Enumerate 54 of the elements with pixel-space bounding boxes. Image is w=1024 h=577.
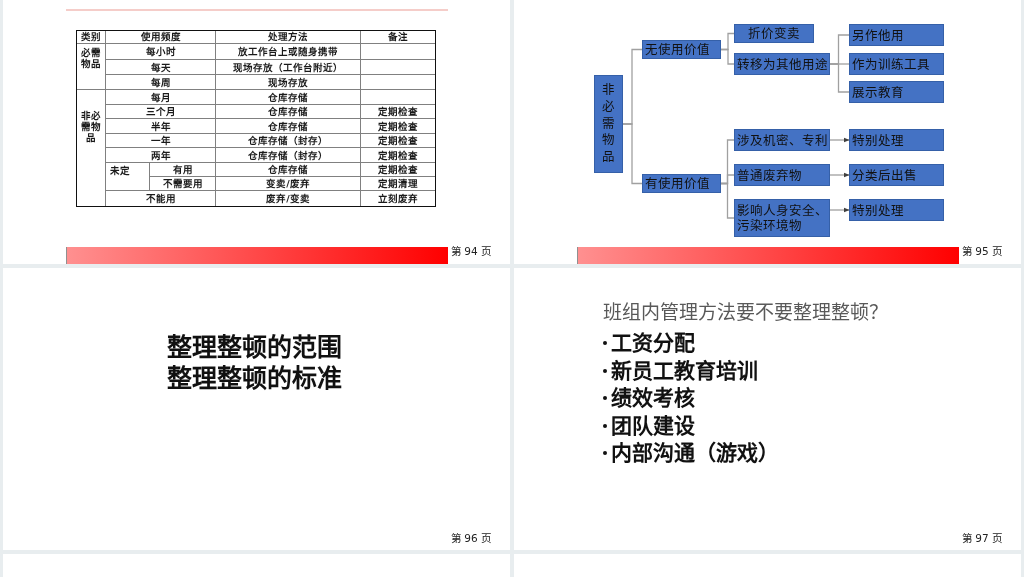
page-number: 第 96 页 (451, 532, 492, 544)
list-item: 绩效考核 (611, 385, 695, 412)
table-cell: 仓库存储（封存） (216, 134, 361, 148)
table-cell: 不需要用 (150, 177, 216, 191)
table-cell: 变卖/废弃 (216, 177, 361, 191)
table-cell: 一年 (106, 134, 216, 148)
table-cell: 现场存放 (216, 75, 361, 90)
heading-text: 整理整顿的范围 (167, 332, 342, 364)
tree-box: 非必需物品 (594, 75, 623, 173)
table-cell: 有用 (150, 163, 216, 177)
table-cell: 仓库存储 (216, 90, 361, 105)
table-cell: 仓库存储 (216, 163, 361, 177)
page-number: 第 94 页 (451, 245, 492, 257)
tree-box: 转移为其他用途 (734, 53, 830, 75)
table-cell: 三个月 (106, 105, 216, 119)
table-cell: 仓库存储 (216, 119, 361, 134)
table-cell: 仓库存储（封存） (216, 148, 361, 163)
tree-box: 分类后出售 (849, 164, 944, 186)
table-cell: 每周 (106, 75, 216, 90)
heading-text: 整理整顿的标准 (167, 363, 342, 395)
connector-line (829, 63, 850, 93)
list-item: 新员工教育培训 (611, 357, 758, 385)
table-cell: 仓库存储 (216, 105, 361, 119)
list-item: 团队建设 (611, 412, 695, 440)
page-number: 第 95 页 (962, 245, 1003, 257)
list-item: 内部沟通（游戏） (611, 440, 779, 467)
page-number: 第 97 页 (962, 532, 1003, 544)
tree-box: 折价变卖 (734, 24, 814, 43)
tree-box: 另作他用 (849, 24, 944, 46)
list-item: 工资分配 (611, 330, 695, 357)
tree-box: 特别处理 (849, 199, 944, 221)
table-cell: 现场存放（工作台附近） (216, 60, 361, 75)
tree-box: 作为训练工具 (849, 53, 944, 75)
tree-box: 无使用价值 (642, 40, 721, 59)
table-cell: 每天 (106, 60, 216, 75)
connector-line (720, 48, 735, 65)
table-cell: 每月 (106, 90, 216, 105)
table-cell: 两年 (106, 148, 216, 163)
table-cell: 放工作台上或随身携带 (216, 44, 361, 60)
arrow (829, 207, 850, 213)
table-cell: 未定 (106, 163, 150, 191)
tree-box: 影响人身安全、污染环境物 (734, 199, 830, 237)
tree-box: 有使用价值 (642, 174, 721, 193)
tree-box: 展示教育 (849, 81, 944, 103)
tree-box: 特别处理 (849, 129, 944, 151)
connector-line (720, 182, 735, 219)
tree-box: 涉及机密、专利 (734, 129, 830, 151)
table-cell: 每小时 (106, 44, 216, 60)
arrow (829, 172, 850, 178)
arrow (829, 137, 850, 143)
tree-box: 普通废弃物 (734, 164, 830, 186)
question-text: 班组内管理方法要不要整理整顿？ (603, 300, 888, 325)
connector-line (622, 123, 643, 185)
table-cell: 半年 (106, 119, 216, 134)
